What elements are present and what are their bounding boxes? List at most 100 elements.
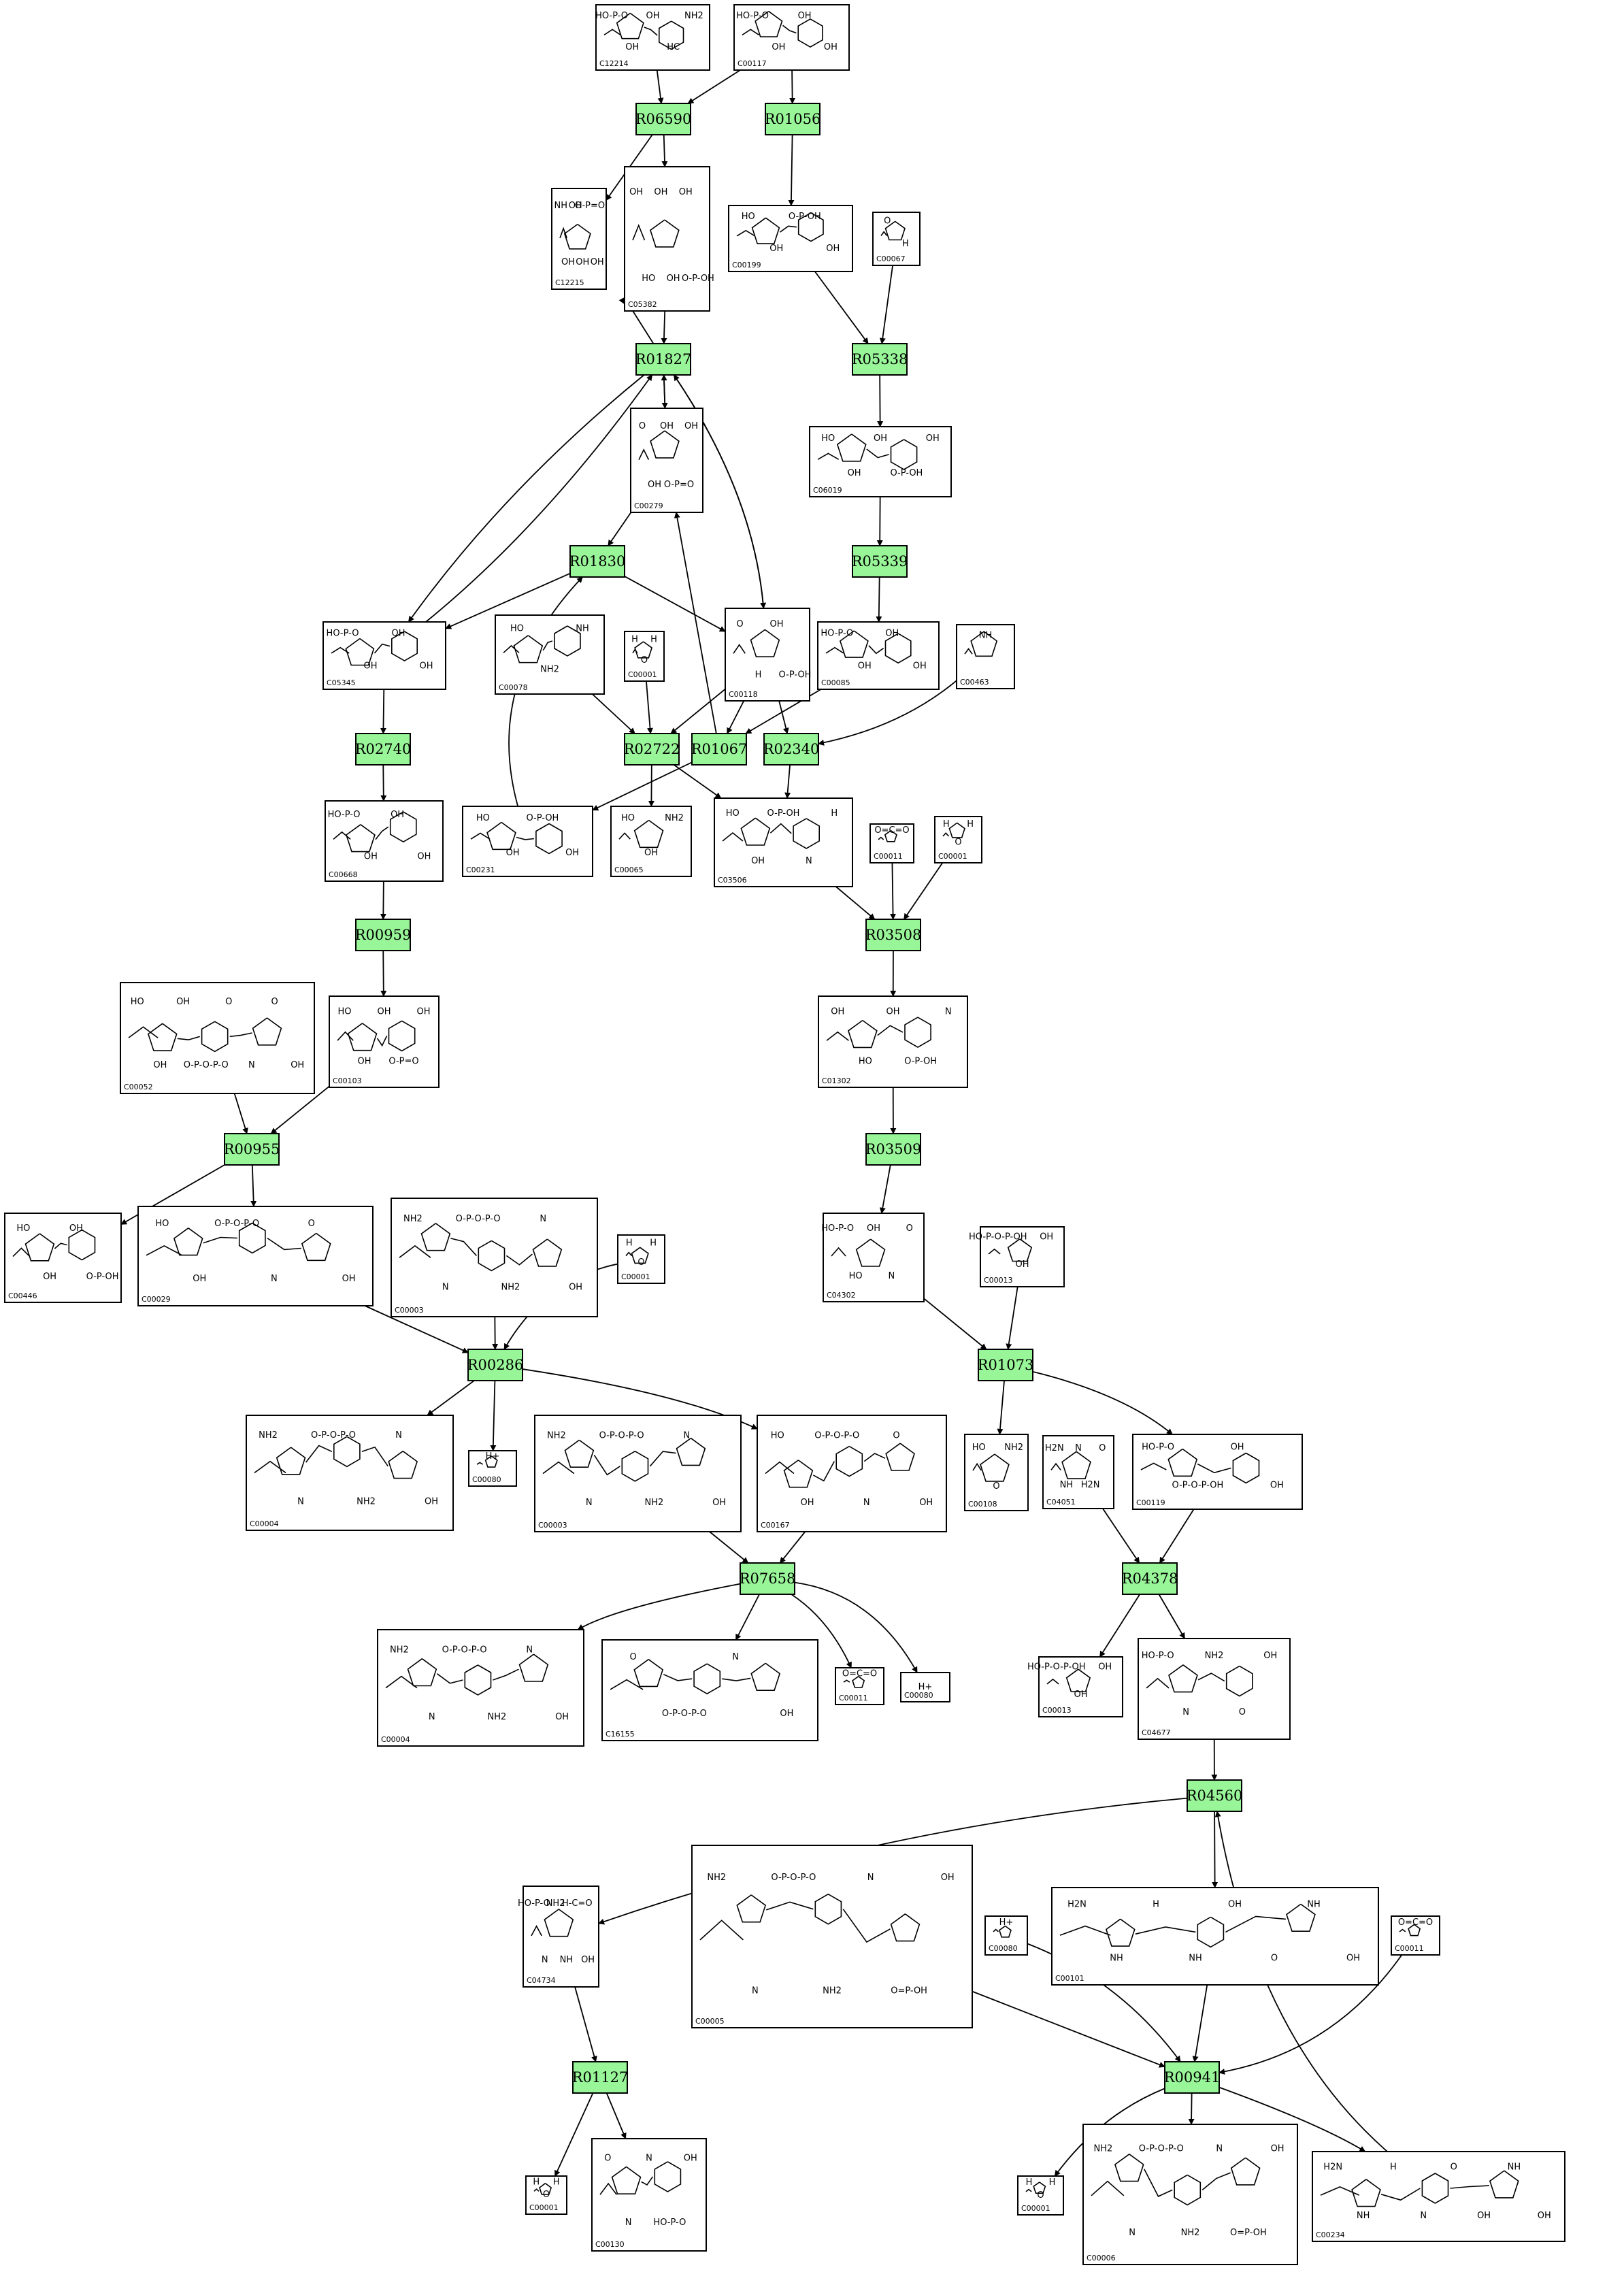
compound-box[interactable]	[377, 1629, 584, 1747]
compound-box[interactable]	[120, 982, 315, 1094]
compound-box[interactable]	[691, 1845, 973, 2028]
reaction-box[interactable]	[224, 1133, 280, 1166]
reaction-box[interactable]	[763, 733, 819, 765]
compound-box[interactable]	[1017, 2175, 1064, 2216]
compound-box[interactable]	[872, 212, 921, 266]
compound-box[interactable]	[835, 1667, 884, 1705]
compound-box[interactable]	[900, 1672, 950, 1702]
compound-box[interactable]	[817, 621, 940, 690]
compound-box[interactable]	[624, 166, 710, 312]
reaction-node[interactable]: R01073	[978, 1349, 1034, 1381]
reaction-node[interactable]: R01056	[765, 103, 821, 135]
compound-box[interactable]	[551, 188, 607, 290]
compound-box[interactable]	[728, 205, 853, 272]
compound-box[interactable]	[4, 1213, 122, 1303]
reaction-node[interactable]: R00955	[224, 1133, 280, 1166]
compound-node[interactable]: H+C00080	[900, 1672, 950, 1702]
compound-box[interactable]	[1082, 2124, 1298, 2265]
compound-box[interactable]	[1138, 1638, 1291, 1740]
compound-box[interactable]	[980, 1226, 1065, 1287]
compound-box[interactable]	[495, 614, 605, 695]
reaction-node[interactable]: R01827	[635, 343, 692, 376]
reaction-box[interactable]	[765, 103, 821, 135]
reaction-box[interactable]	[691, 733, 747, 765]
reaction-box[interactable]	[635, 103, 691, 135]
compound-box[interactable]	[1051, 1887, 1379, 1986]
reaction-box[interactable]	[635, 343, 691, 376]
compound-box[interactable]	[733, 4, 850, 71]
reaction-node[interactable]: R02722	[624, 733, 680, 765]
reaction-box[interactable]	[467, 1349, 523, 1381]
compound-box[interactable]	[534, 1415, 742, 1532]
reaction-node[interactable]: R01127	[572, 2061, 629, 2094]
compound-box[interactable]	[246, 1415, 454, 1531]
compound-node[interactable]: H+C00080	[984, 1915, 1028, 1956]
compound-box[interactable]	[818, 995, 968, 1088]
compound-box[interactable]	[601, 1639, 818, 1741]
compound-box[interactable]	[869, 823, 914, 863]
compound-box[interactable]	[1038, 1656, 1123, 1717]
compound-box[interactable]	[984, 1915, 1028, 1956]
reaction-box[interactable]	[572, 2061, 628, 2094]
compound-box[interactable]	[322, 621, 446, 690]
compound-box[interactable]	[591, 2138, 707, 2252]
reaction-box[interactable]	[852, 343, 908, 376]
reaction-box[interactable]	[1164, 2061, 1220, 2094]
reaction-node[interactable]: R04560	[1187, 1779, 1243, 1812]
reaction-node[interactable]: R03508	[865, 919, 922, 951]
reaction-node[interactable]: R00286	[467, 1349, 524, 1381]
compound-box[interactable]	[595, 4, 710, 71]
compound-box[interactable]	[725, 608, 810, 702]
reaction-node[interactable]: R02340	[763, 733, 820, 765]
reaction-box[interactable]	[1187, 1779, 1242, 1812]
compound-box[interactable]	[1312, 2151, 1565, 2242]
reaction-node[interactable]: R04378	[1122, 1562, 1178, 1595]
reaction-node[interactable]: R00959	[355, 919, 412, 951]
reaction-node[interactable]: R01830	[569, 545, 626, 578]
reaction-box[interactable]	[865, 919, 921, 951]
compound-box[interactable]	[462, 806, 593, 877]
reaction-node[interactable]: R01067	[691, 733, 748, 765]
reaction-box[interactable]	[978, 1349, 1033, 1381]
compound-box[interactable]	[610, 806, 692, 877]
compound-box[interactable]	[964, 1434, 1029, 1511]
compound-box[interactable]	[1042, 1435, 1114, 1509]
compound-box[interactable]	[809, 426, 952, 497]
